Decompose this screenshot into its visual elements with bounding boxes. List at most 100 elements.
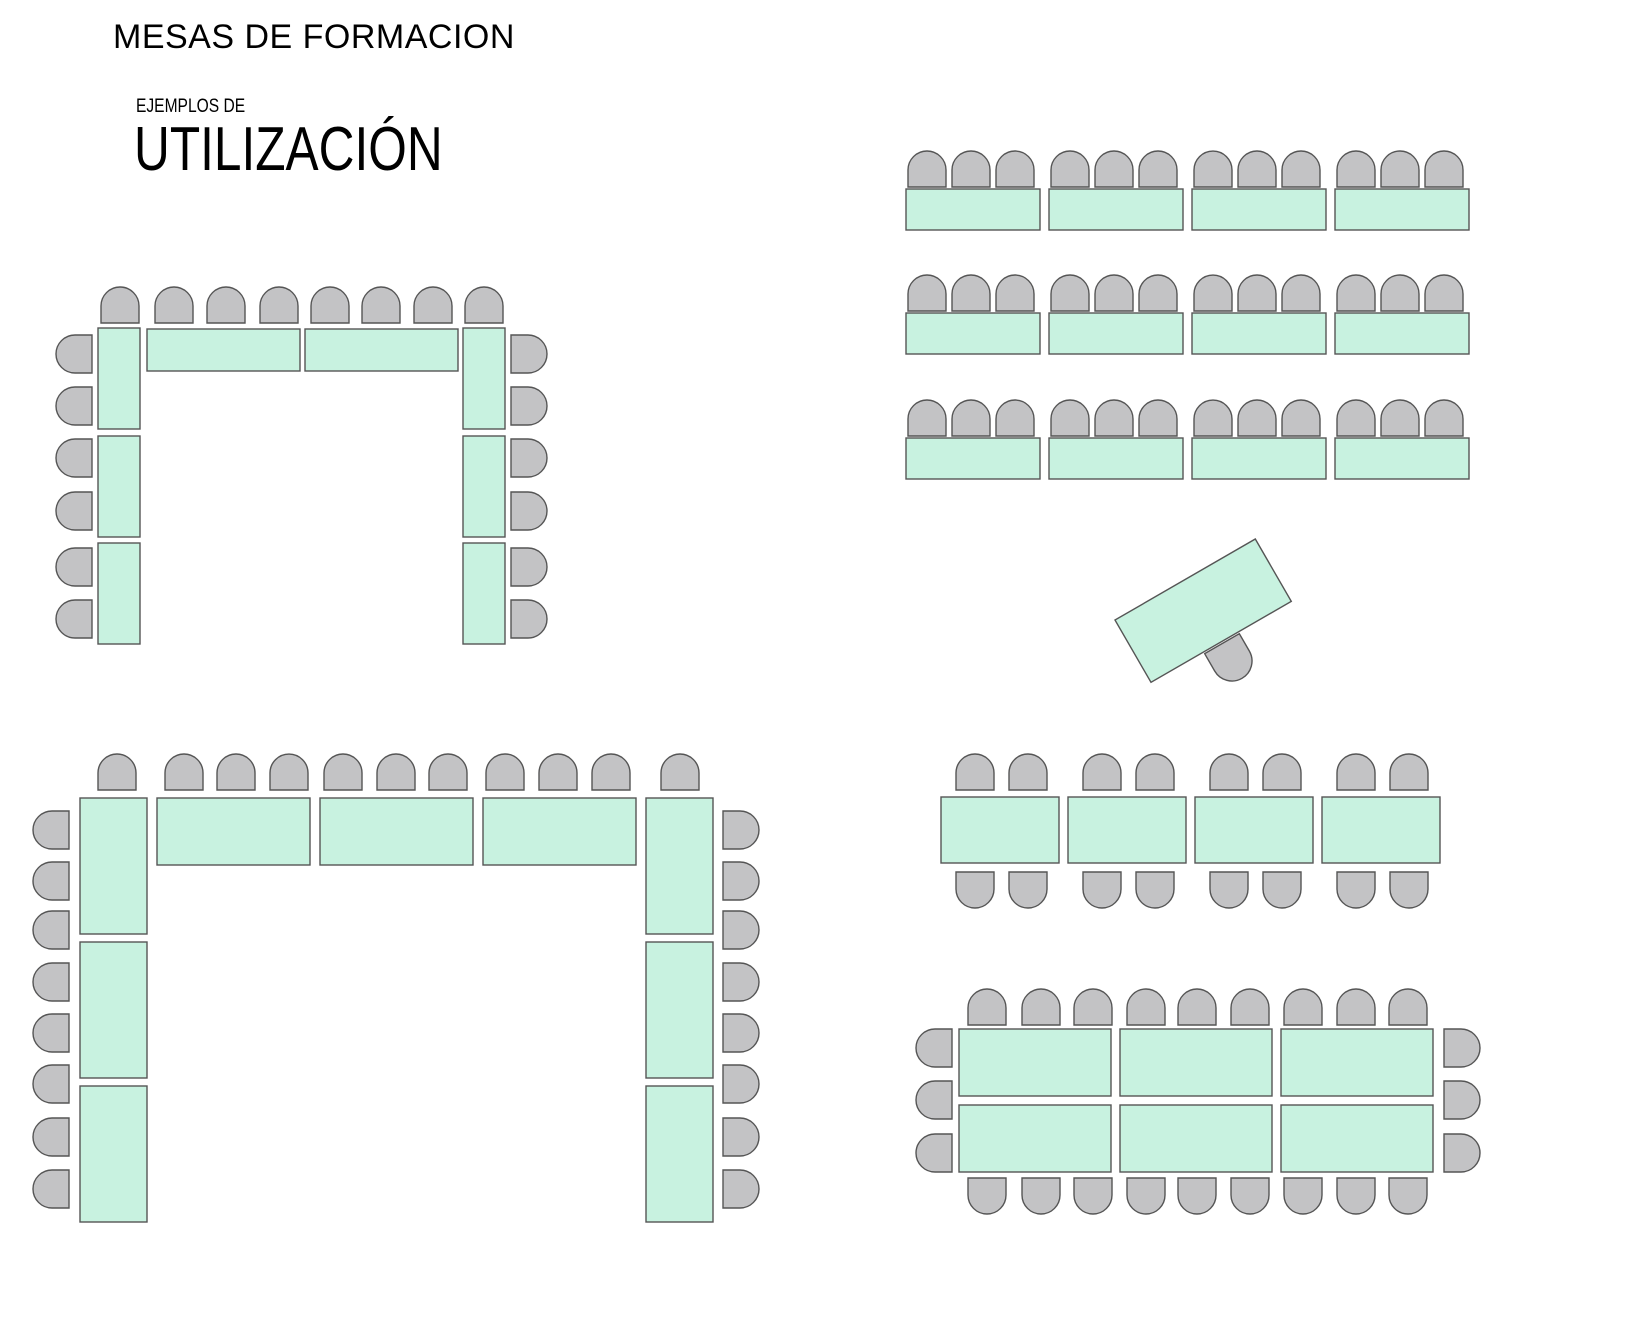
chair: [1008, 871, 1048, 909]
layout-u-shape-small: [55, 286, 548, 645]
chair: [1021, 988, 1061, 1026]
chair: [722, 1013, 760, 1053]
chair: [995, 274, 1035, 312]
chair: [951, 274, 991, 312]
table: [958, 1028, 1112, 1097]
chair: [1237, 274, 1277, 312]
table: [1194, 796, 1314, 864]
chair: [1094, 274, 1134, 312]
layout-classroom-rows: [905, 150, 1470, 480]
chair: [154, 286, 194, 324]
chair: [1135, 753, 1175, 791]
chair: [1336, 753, 1376, 791]
table: [97, 542, 141, 645]
table: [1067, 796, 1187, 864]
chair: [32, 962, 70, 1002]
table: [958, 1104, 1112, 1173]
table: [1334, 312, 1470, 355]
chair: [1283, 1177, 1323, 1215]
chair: [310, 286, 350, 324]
chair: [32, 1169, 70, 1209]
chair: [1389, 871, 1429, 909]
table: [1048, 312, 1184, 355]
table: [645, 941, 714, 1079]
chair: [1209, 871, 1249, 909]
chair: [206, 286, 246, 324]
layout-pairs-double-sided: [940, 753, 1441, 909]
chair: [1336, 150, 1376, 188]
chair: [967, 1177, 1007, 1215]
chair: [413, 286, 453, 324]
table: [1191, 188, 1327, 231]
chair: [55, 386, 93, 426]
table: [462, 435, 506, 538]
chair: [1138, 150, 1178, 188]
chair: [164, 753, 204, 791]
chair: [1073, 988, 1113, 1026]
chair: [722, 1169, 760, 1209]
chair: [1094, 150, 1134, 188]
chair: [269, 753, 309, 791]
chair: [510, 599, 548, 639]
chair: [32, 1013, 70, 1053]
chair: [1443, 1028, 1481, 1068]
chair: [955, 753, 995, 791]
table: [1321, 796, 1441, 864]
table: [79, 941, 148, 1079]
chair: [1380, 399, 1420, 437]
table: [304, 328, 459, 372]
chair: [1388, 988, 1428, 1026]
chair: [1209, 753, 1249, 791]
chair: [1424, 399, 1464, 437]
chair: [1138, 274, 1178, 312]
chair: [951, 150, 991, 188]
chair: [97, 753, 137, 791]
chair: [915, 1028, 953, 1068]
chair: [55, 334, 93, 374]
table: [1048, 437, 1184, 480]
chair: [485, 753, 525, 791]
chair: [510, 491, 548, 531]
chair: [376, 753, 416, 791]
chair: [1230, 988, 1270, 1026]
chair: [1281, 150, 1321, 188]
table: [482, 797, 637, 866]
table: [1114, 538, 1293, 684]
chair: [1262, 753, 1302, 791]
chair: [722, 1117, 760, 1157]
chair: [1082, 871, 1122, 909]
chair: [510, 334, 548, 374]
chair: [1283, 988, 1323, 1026]
chair: [32, 861, 70, 901]
table: [97, 435, 141, 538]
chair: [538, 753, 578, 791]
table: [1119, 1028, 1273, 1097]
chair: [1138, 399, 1178, 437]
table: [645, 1085, 714, 1223]
table: [462, 327, 506, 430]
table: [1191, 312, 1327, 355]
chair: [1230, 1177, 1270, 1215]
layout-single-desk: [1114, 538, 1293, 684]
chair: [1424, 274, 1464, 312]
chair: [907, 274, 947, 312]
chair: [955, 871, 995, 909]
chair: [1177, 1177, 1217, 1215]
chair: [1336, 399, 1376, 437]
chair: [660, 753, 700, 791]
chair: [1094, 399, 1134, 437]
chair: [1389, 753, 1429, 791]
chair: [591, 753, 631, 791]
table: [156, 797, 311, 866]
chair: [995, 150, 1035, 188]
chair: [951, 399, 991, 437]
chair: [1177, 988, 1217, 1026]
chair: [1336, 274, 1376, 312]
chair: [1262, 871, 1302, 909]
chair: [1082, 753, 1122, 791]
chair: [216, 753, 256, 791]
chair: [1380, 150, 1420, 188]
chair: [55, 547, 93, 587]
chair: [1443, 1080, 1481, 1120]
